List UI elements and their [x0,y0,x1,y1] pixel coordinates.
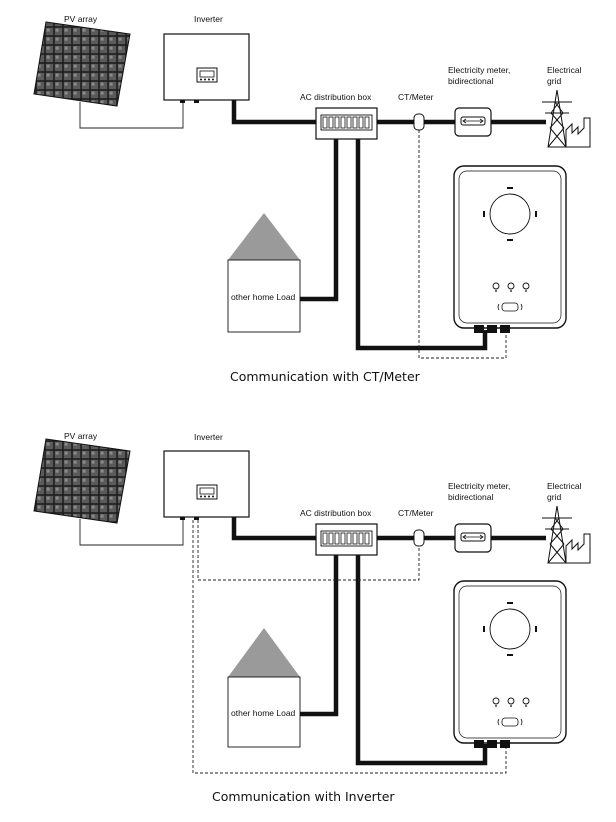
inverter-icon [163,450,250,520]
ct-meter-label: CT/Meter [398,508,434,518]
ev-charger-icon [453,580,567,748]
box-to-load-cable [300,555,339,717]
pv-array-label: PV array [64,14,98,24]
box-to-charger-cable [355,555,488,766]
pv-panel-icon [33,438,131,524]
ct-clamp-icon [413,113,425,131]
meter-label-line1: Electricity meter, [448,65,510,75]
ct-clamp-icon [413,529,425,547]
ac-box-label: AC distribution box [300,92,372,102]
pv-array-label: PV array [64,431,98,441]
inverter-charger-comm-cable [192,520,507,774]
diagram-ct-meter: PV array Inverter AC distribution box [33,14,591,384]
grid-label-line2: grid [547,492,561,502]
inverter-icon [163,33,250,103]
inverter-ac-cable [231,100,316,125]
electrical-grid-icon [542,505,591,564]
home-load-icon [227,628,301,748]
pv-dc-cable [79,519,184,546]
ac-box-label: AC distribution box [300,508,372,518]
inverter-ct-comm-cable [197,520,420,581]
electricity-meter-icon [454,523,492,553]
caption: Communication with Inverter [212,789,395,804]
load-label: other home Load [231,708,296,718]
meter-label-line2: bidirectional [448,76,493,86]
inverter-label: Inverter [194,14,223,24]
ac-distribution-box-icon [315,523,378,556]
electrical-grid-icon [542,89,591,148]
ev-charger-icon [453,165,567,333]
box-to-load-cable [300,139,339,302]
diagram-inverter: PV array Inverter AC distribution box [33,431,591,804]
meter-label-line1: Electricity meter, [448,481,510,491]
box-to-charger-cable [355,139,488,351]
ct-comm-cable [418,130,507,359]
meter-label-line2: bidirectional [448,492,493,502]
inverter-label: Inverter [194,432,223,442]
inverter-ac-cable [231,517,316,541]
load-label: other home Load [231,292,296,302]
caption: Communication with CT/Meter [230,369,421,384]
grid-label-line2: grid [547,76,561,86]
ac-distribution-box-icon [315,107,378,140]
pv-panel-icon [33,21,131,107]
ct-meter-label: CT/Meter [398,92,434,102]
pv-dc-cable [79,102,184,129]
electricity-meter-icon [454,107,492,137]
grid-label-line1: Electrical [547,65,582,75]
grid-label-line1: Electrical [547,481,582,491]
home-load-icon [227,213,301,333]
